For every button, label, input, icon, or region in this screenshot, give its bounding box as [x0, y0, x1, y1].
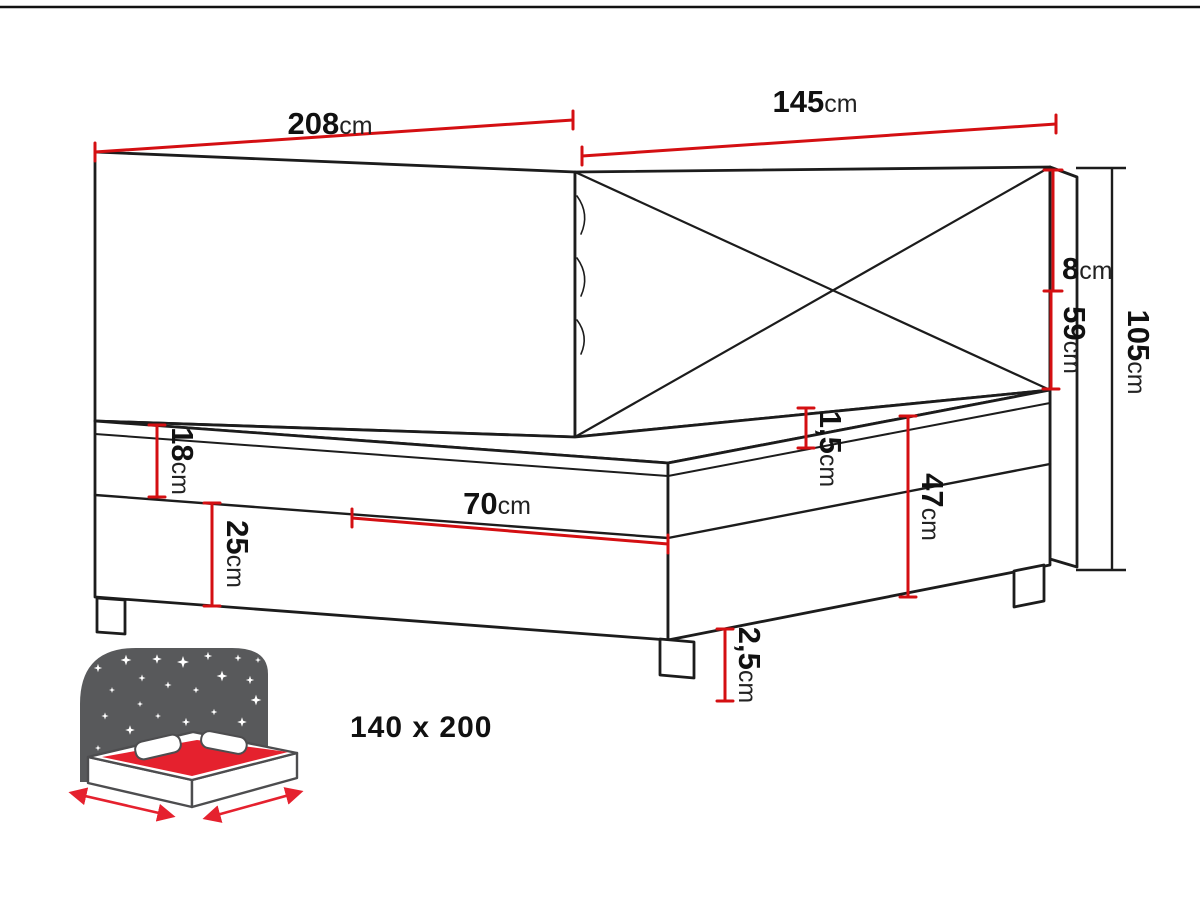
label-front-seam: 70cm: [463, 486, 531, 521]
dim-line-leg-height: [715, 627, 735, 703]
dim-line-mattress-height: [147, 423, 167, 499]
dim-line-width-total: [93, 109, 575, 163]
legend-pillow: [200, 730, 248, 755]
dimension-labels: 208cm 145cm 8cm 59cm 105cm 18cm 25cm 70c…: [165, 84, 1156, 703]
mattress-base-seam: [93, 493, 670, 540]
upholstery-fold: [576, 319, 585, 355]
headboard-cross-line: [573, 170, 1052, 392]
bed-leg: [95, 596, 127, 636]
topper-seam: [94, 433, 669, 477]
bed-outline: [93, 150, 1079, 680]
dim-line-base-height: [202, 501, 222, 608]
label-headboard-height: 59cm: [1057, 306, 1092, 374]
bed-front-right-face: [666, 388, 1052, 642]
mattress-base-seam: [666, 462, 1052, 540]
label-base-height: 25cm: [220, 520, 255, 588]
label-headboard-top-depth: 8cm: [1062, 251, 1113, 286]
dim-line-headboard-height: [1041, 289, 1061, 391]
bed-size-legend: 140 x 200: [68, 648, 492, 823]
headboard-cross-line: [573, 165, 1052, 439]
legend-size-label: 140 x 200: [350, 711, 492, 744]
legend-pillow: [134, 733, 182, 761]
label-leg-height: 2,5cm: [732, 627, 767, 703]
legend-width-arrow: [68, 787, 176, 822]
dim-line-headboard-width: [580, 113, 1058, 167]
label-headboard-width: 145cm: [772, 84, 857, 119]
label-topper-height: 1,5cm: [813, 411, 848, 487]
bed-leg: [1012, 563, 1046, 609]
dim-line-headboard-top-depth: [1042, 168, 1064, 293]
upholstery-fold: [576, 257, 586, 297]
label-side-height: 47cm: [915, 473, 950, 541]
bed-leg: [658, 637, 696, 680]
dim-line-total-height: [1076, 166, 1126, 572]
label-mattress-height: 18cm: [165, 427, 200, 495]
dimension-lines: [93, 109, 1064, 703]
dim-line-side-height: [898, 414, 918, 599]
topper-seam: [667, 402, 1051, 477]
label-width-total: 208cm: [287, 106, 372, 141]
legend-dimension-arrows: [68, 787, 304, 823]
label-total-height: 105cm: [1121, 309, 1156, 394]
dim-line-topper-height: [796, 406, 816, 450]
back-panel: [93, 150, 577, 439]
legend-length-arrow: [202, 787, 304, 823]
upholstery-fold: [576, 195, 586, 235]
dim-line-front-seam: [350, 507, 670, 555]
